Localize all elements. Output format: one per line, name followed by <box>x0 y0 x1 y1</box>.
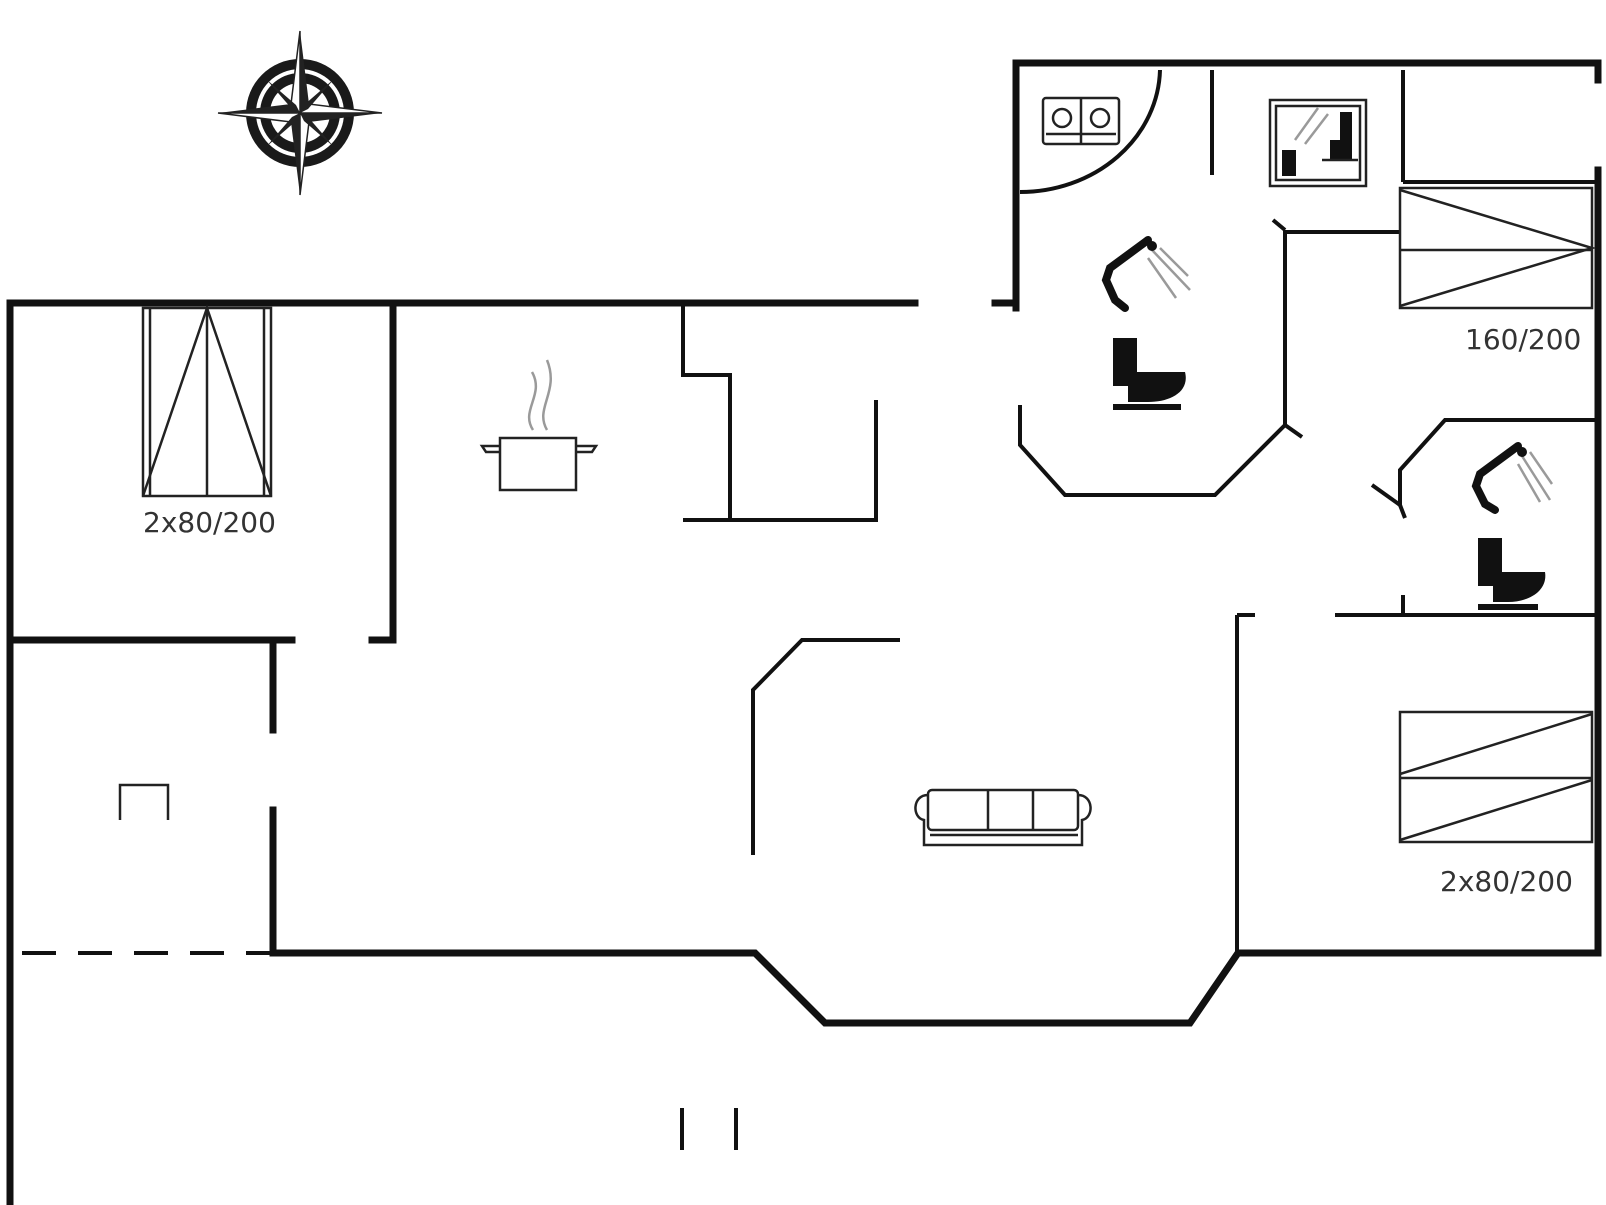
small-appliance-box <box>118 783 170 820</box>
washer-dryer-icon <box>1041 96 1121 146</box>
bed-label-left: 2x80/200 <box>143 506 276 539</box>
toilet-icon <box>1478 538 1546 610</box>
bed-double-right-top <box>1398 186 1597 310</box>
walls <box>6 59 1602 1205</box>
toilet-icon <box>1113 338 1186 410</box>
shower-icon <box>1101 236 1191 312</box>
sauna-icon <box>1268 98 1368 188</box>
terrace-marks <box>680 1108 738 1150</box>
bed-label-right-bottom: 2x80/200 <box>1440 865 1573 898</box>
bed-twin-right-bottom <box>1398 710 1594 844</box>
compass-rose-icon <box>217 30 383 196</box>
bed-label-right-top: 160/200 <box>1465 323 1581 356</box>
sofa-icon <box>914 788 1092 847</box>
bed-double-left <box>141 304 273 498</box>
shower-icon <box>1471 442 1554 514</box>
stove-pot-icon <box>479 359 599 492</box>
